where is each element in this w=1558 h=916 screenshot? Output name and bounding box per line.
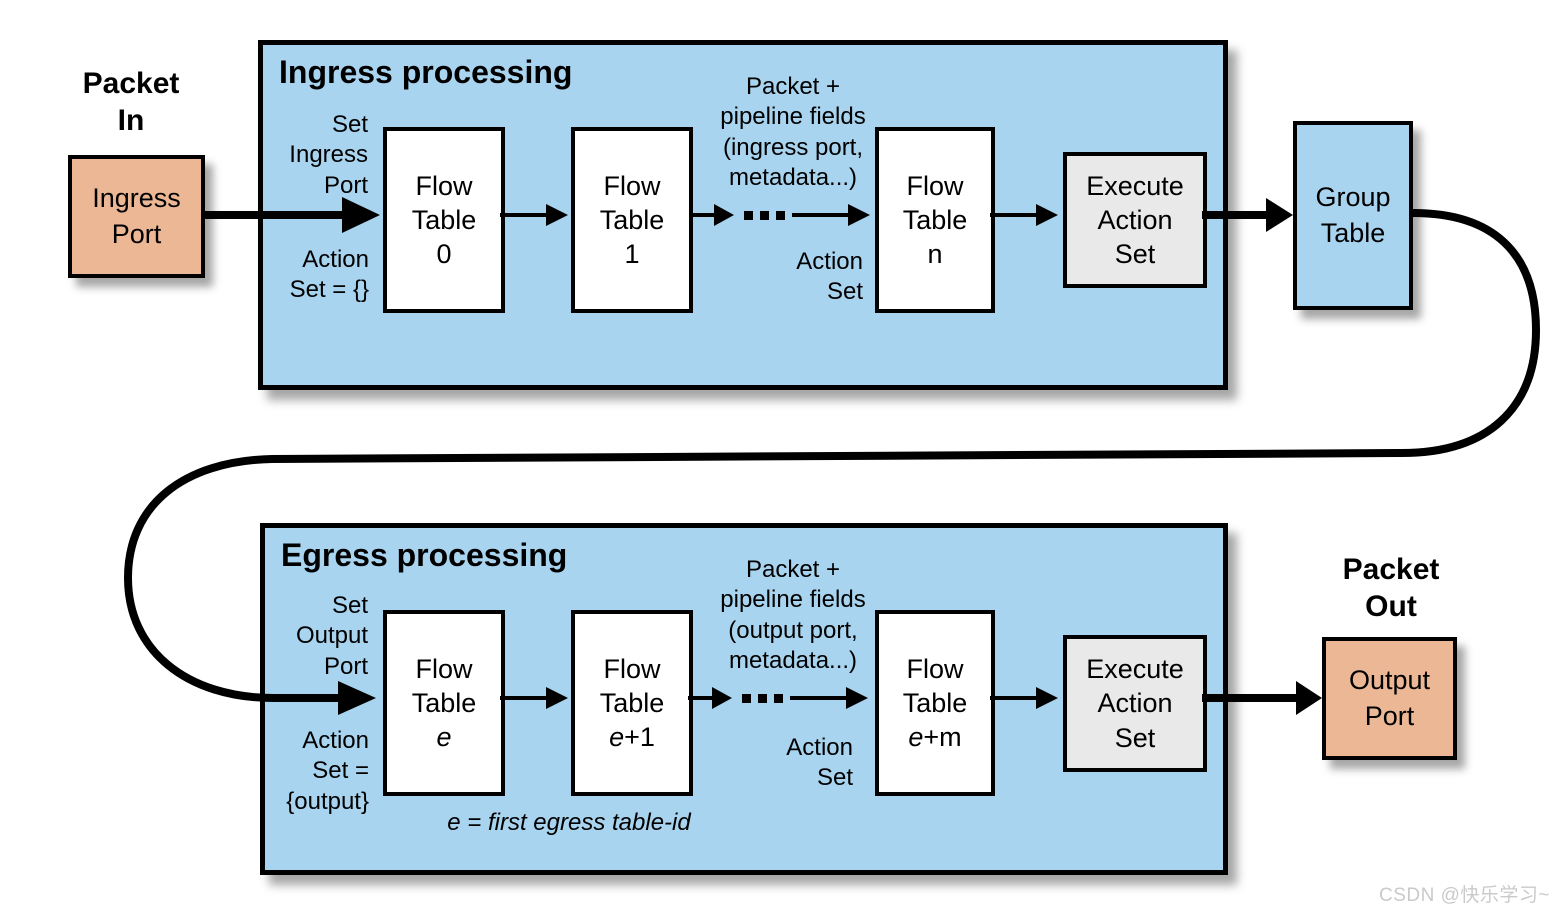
flow-table-em-box: Flow Table e+m	[875, 610, 995, 796]
egress-action-set-mid-note: Action Set	[786, 734, 853, 792]
flow-table-0-tail: 0	[436, 239, 452, 269]
flow-table-em-label: Flow Table e+m	[903, 652, 968, 754]
set-output-port-note: Set Output Port	[295, 592, 368, 680]
egress-processing-container: Egress processing Set Output Port Action…	[260, 523, 1228, 875]
flow-table-e-title: Flow Table	[411, 653, 477, 718]
output-port-box: Output Port	[1322, 637, 1457, 760]
flow-table-0-box: Flow Table 0	[383, 127, 505, 313]
ingress-action-set-mid-note: Action Set	[796, 248, 863, 306]
egress-title: Egress processing	[281, 537, 568, 573]
set-ingress-port-note: Set Ingress Port	[289, 111, 368, 199]
egress-footnote: e = first egress table-id	[447, 809, 691, 836]
packet-out-label: Packet Out	[1342, 553, 1440, 623]
ingress-action-set-note: Action Set = {}	[289, 246, 369, 304]
flow-table-1-box: Flow Table 1	[571, 127, 693, 313]
flow-table-em-tail: +m	[923, 722, 962, 752]
flow-table-e-label: Flow Table e	[412, 652, 477, 754]
ingress-pipeline-fields-note: Packet + pipeline fields (ingress port, …	[720, 73, 866, 192]
flow-table-e1-label: Flow Table e+1	[600, 652, 665, 754]
watermark-text: CSDN @快乐学习~	[1379, 885, 1550, 906]
ingress-processing-container: Ingress processing Set Ingress Port Acti…	[258, 40, 1228, 390]
flow-table-e1-tail: +1	[624, 722, 655, 752]
flow-table-1-label: Flow Table 1	[600, 169, 665, 271]
arrowhead-output-port	[1296, 681, 1322, 715]
egress-action-set-note: Action Set = {output}	[286, 727, 369, 815]
flow-table-e-box: Flow Table e	[383, 610, 505, 796]
egress-execute-action-set-box: Execute Action Set	[1063, 635, 1207, 772]
group-table-box: Group Table	[1293, 121, 1413, 310]
flow-table-e-var: e	[436, 722, 452, 752]
flow-table-em-var: e	[908, 722, 924, 752]
flow-table-e1-var: e	[609, 722, 625, 752]
flow-table-0-label: Flow Table 0	[412, 169, 477, 271]
ingress-port-box: Ingress Port	[68, 155, 205, 278]
flow-table-n-title: Flow Table	[902, 170, 968, 235]
ingress-execute-action-set-box: Execute Action Set	[1063, 152, 1207, 288]
flow-table-n-box: Flow Table n	[875, 127, 995, 313]
flow-table-n-tail: n	[927, 239, 943, 269]
flow-table-1-title: Flow Table	[599, 170, 665, 235]
flow-table-1-tail: 1	[624, 239, 640, 269]
arrowhead-group-table	[1266, 198, 1293, 232]
egress-pipeline-fields-note: Packet + pipeline fields (output port, m…	[720, 556, 866, 675]
flow-table-e1-box: Flow Table e+1	[571, 610, 693, 796]
flow-table-em-title: Flow Table	[902, 653, 968, 718]
packet-in-label: Packet In	[82, 67, 180, 137]
flow-table-n-label: Flow Table n	[903, 169, 968, 271]
flow-table-e1-title: Flow Table	[599, 653, 665, 718]
ingress-title: Ingress processing	[279, 54, 573, 90]
flow-table-0-title: Flow Table	[411, 170, 477, 235]
